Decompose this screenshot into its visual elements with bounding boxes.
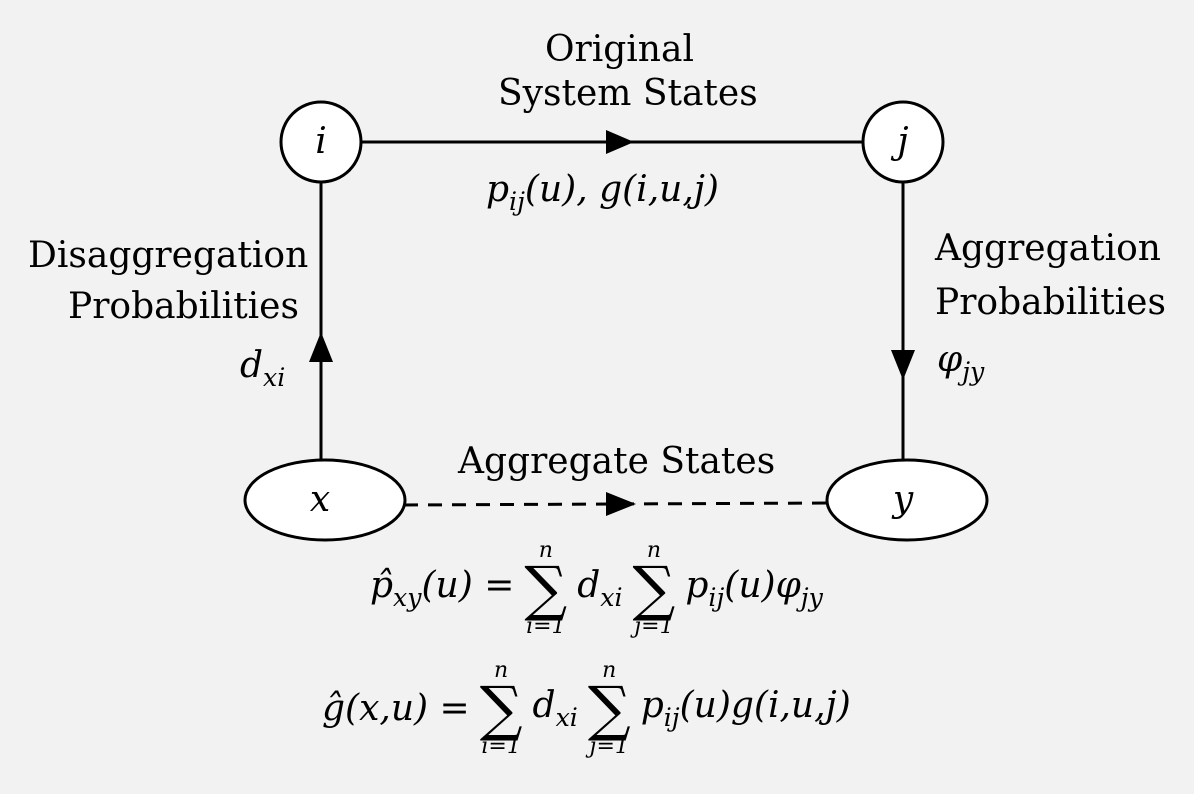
sum-lower: i=1	[481, 734, 521, 759]
left-label-line2: Probabilities	[68, 286, 299, 327]
right-label-line1: Aggregation	[935, 228, 1161, 269]
node-i	[279, 100, 363, 184]
sum-upper: n	[646, 538, 662, 563]
formula-1-lhs: p̂xy(u) =	[370, 565, 515, 613]
node-x-label: x	[309, 479, 331, 520]
node-y	[825, 458, 989, 542]
formula-2-term1: dxi	[532, 685, 578, 733]
top-edge-label: pij(u), g(i,u,j)	[486, 169, 719, 216]
node-j-label: j	[897, 121, 909, 162]
arrowhead-j-to-y	[891, 350, 915, 380]
sum-upper: n	[602, 658, 617, 683]
node-j	[861, 100, 945, 184]
sum-upper: n	[538, 538, 553, 563]
left-label-line1: Disaggregation	[28, 235, 309, 276]
top-label-line1: Original	[545, 29, 694, 70]
arrowhead-x-to-i	[309, 332, 333, 362]
formula-g-hat: ĝ(x,u) = n ∑ i=1 dxi n ∑ j=1 pij(u)g(i,u…	[322, 660, 851, 758]
sum-upper: n	[494, 658, 509, 683]
formula-2-term2: pij(u)g(i,u,j)	[640, 685, 851, 733]
sum-i-1: n ∑ i=1	[524, 538, 568, 639]
sum-lower: i=1	[526, 614, 566, 639]
node-y-label: y	[892, 479, 914, 520]
formula-1-term1: dxi	[577, 565, 623, 613]
formula-1-term2: pij(u)φjy	[685, 565, 823, 613]
sum-i-2: n ∑ i=1	[479, 658, 523, 759]
node-x	[243, 458, 407, 542]
left-symbol: dxi	[240, 345, 286, 392]
right-label-line2: Probabilities	[935, 282, 1166, 323]
sum-lower: j=1	[589, 734, 629, 759]
node-i-label: i	[315, 121, 327, 162]
sum-lower: j=1	[634, 614, 674, 639]
formula-p-hat: p̂xy(u) = n ∑ i=1 dxi n ∑ j=1 pij(u)φjy	[370, 540, 823, 638]
formula-2-lhs: ĝ(x,u) =	[322, 688, 470, 730]
sum-j-2: n ∑ j=1	[587, 658, 631, 759]
sum-j-1: n ∑ j=1	[632, 538, 676, 639]
arrowhead-x-to-y	[606, 492, 636, 516]
bottom-label: Aggregate States	[458, 441, 776, 482]
arrowhead-i-to-j	[606, 130, 634, 154]
right-symbol: φjy	[937, 339, 985, 386]
top-label-line2: System States	[498, 73, 758, 114]
